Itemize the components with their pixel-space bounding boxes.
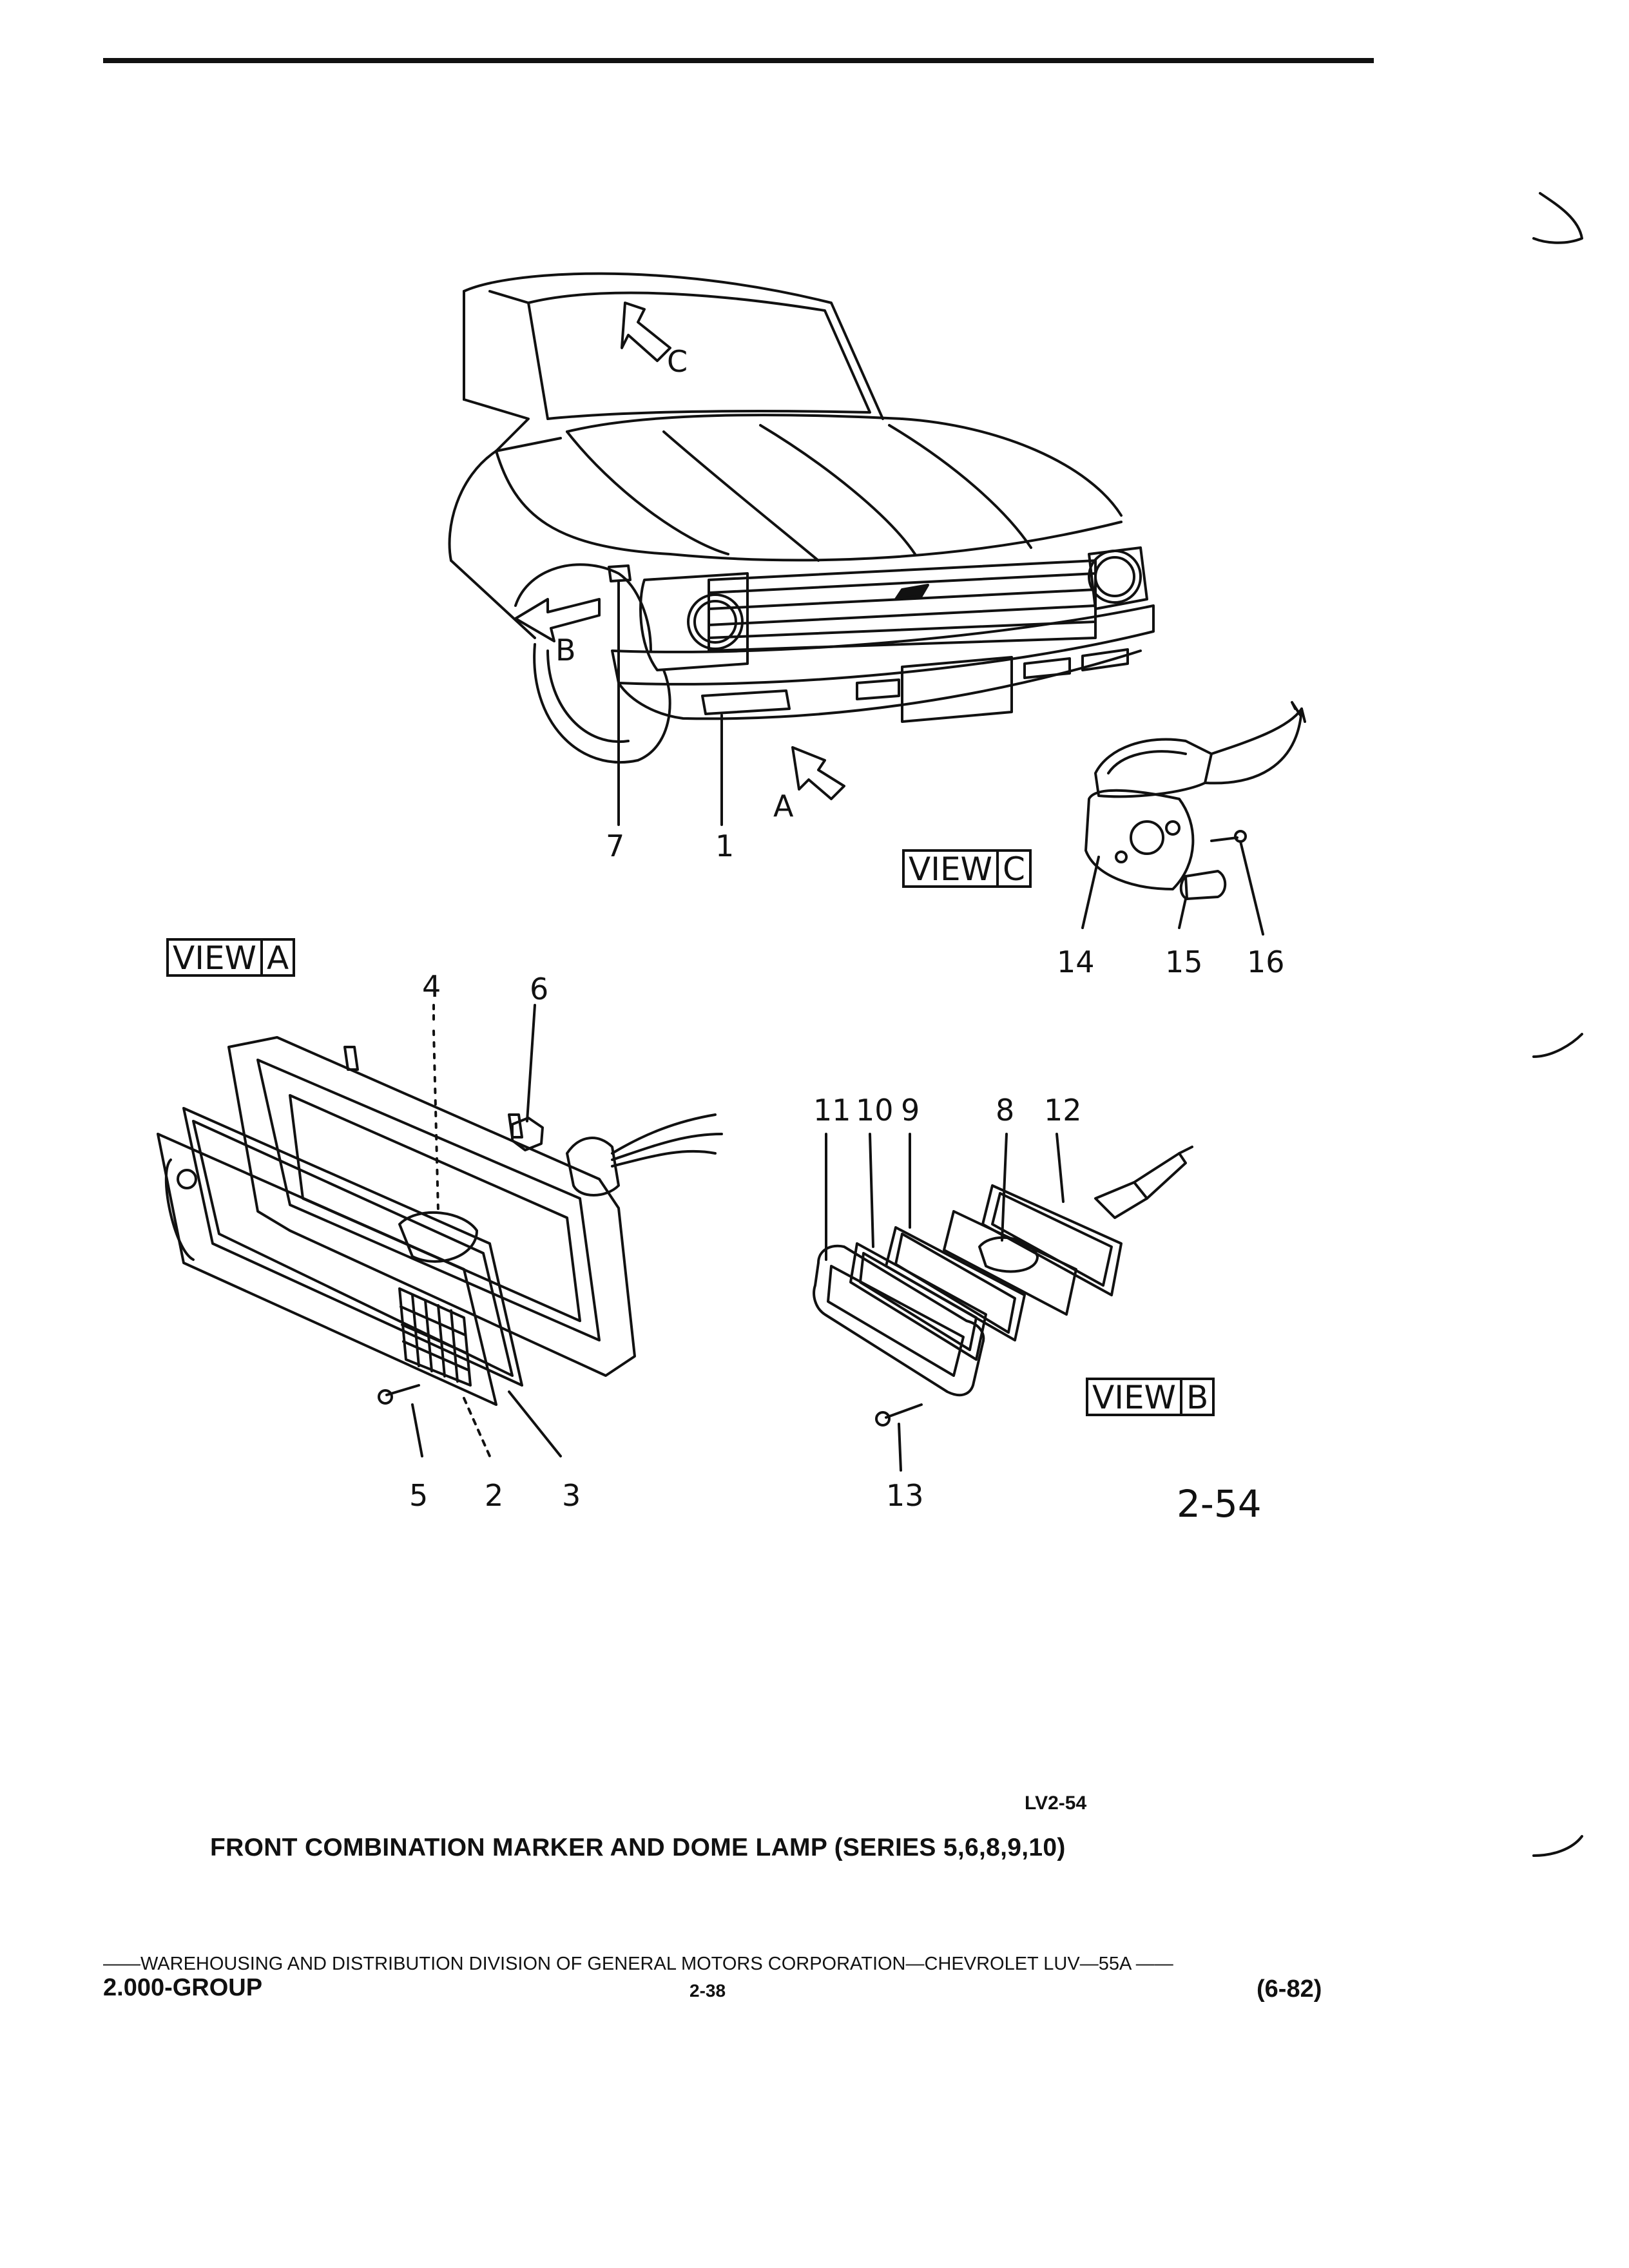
callout-16: 16 bbox=[1247, 945, 1285, 979]
margin-mark bbox=[1532, 192, 1583, 244]
arrow-a-icon bbox=[791, 746, 845, 800]
arrow-letter-c: C bbox=[667, 344, 688, 379]
view-c-letter: C bbox=[998, 849, 1032, 888]
dome-lamp-drawing bbox=[1081, 701, 1306, 936]
view-c-word: VIEW bbox=[902, 849, 999, 888]
callout-8: 8 bbox=[996, 1093, 1015, 1128]
arrow-b-icon bbox=[514, 598, 601, 642]
callout-1: 1 bbox=[715, 829, 735, 863]
arrow-letter-a: A bbox=[773, 789, 794, 823]
callout-11: 11 bbox=[813, 1093, 851, 1128]
leader-10 bbox=[869, 1133, 874, 1248]
leader-8 bbox=[1001, 1133, 1008, 1242]
leader-15 bbox=[1178, 898, 1187, 929]
view-a-word: VIEW bbox=[166, 938, 263, 977]
callout-12: 12 bbox=[1044, 1093, 1082, 1128]
leader-2 bbox=[463, 1397, 491, 1457]
page-title: FRONT COMBINATION MARKER AND DOME LAMP (… bbox=[210, 1834, 1066, 1861]
callout-10: 10 bbox=[856, 1093, 894, 1128]
reference-code: LV2-54 bbox=[1025, 1792, 1087, 1814]
leader-13 bbox=[898, 1423, 902, 1472]
footer-page-number: 2-38 bbox=[689, 1981, 726, 2001]
callout-14: 14 bbox=[1057, 945, 1095, 979]
callout-4: 4 bbox=[422, 969, 441, 1004]
screw-16 bbox=[1210, 836, 1239, 842]
callout-6: 6 bbox=[530, 972, 549, 1006]
leader-16 bbox=[1239, 840, 1264, 936]
footer-date: (6-82) bbox=[1257, 1975, 1322, 2003]
leader-12 bbox=[1055, 1133, 1065, 1203]
callout-3: 3 bbox=[562, 1478, 581, 1513]
truck-drawing bbox=[448, 272, 1155, 764]
callout-7: 7 bbox=[606, 829, 625, 863]
leader-6 bbox=[526, 1004, 536, 1122]
view-a-letter: A bbox=[262, 938, 296, 977]
leader-3 bbox=[508, 1390, 562, 1457]
view-a-lamp-drawing bbox=[157, 1004, 723, 1457]
view-b-lamp-drawing bbox=[813, 1133, 1193, 1472]
callout-2: 2 bbox=[485, 1478, 504, 1513]
callout-5: 5 bbox=[409, 1478, 429, 1513]
footer-group: 2.000-GROUP bbox=[103, 1974, 263, 2001]
arrow-c-icon bbox=[621, 302, 671, 362]
margin-mark bbox=[1532, 1835, 1583, 1857]
view-b-letter: B bbox=[1182, 1378, 1215, 1416]
margin-mark bbox=[1532, 1033, 1583, 1058]
leader-5 bbox=[411, 1403, 423, 1457]
callout-13: 13 bbox=[886, 1478, 924, 1513]
figure-number: 2-54 bbox=[1177, 1482, 1262, 1526]
view-b-word: VIEW bbox=[1086, 1378, 1182, 1416]
callout-9: 9 bbox=[901, 1093, 920, 1128]
top-rule bbox=[103, 58, 1374, 63]
callout-15: 15 bbox=[1165, 945, 1203, 979]
leader-14 bbox=[1081, 856, 1100, 929]
arrow-letter-b: B bbox=[555, 633, 576, 668]
footer-division-line: ——WAREHOUSING AND DISTRIBUTION DIVISION … bbox=[103, 1954, 1173, 1974]
